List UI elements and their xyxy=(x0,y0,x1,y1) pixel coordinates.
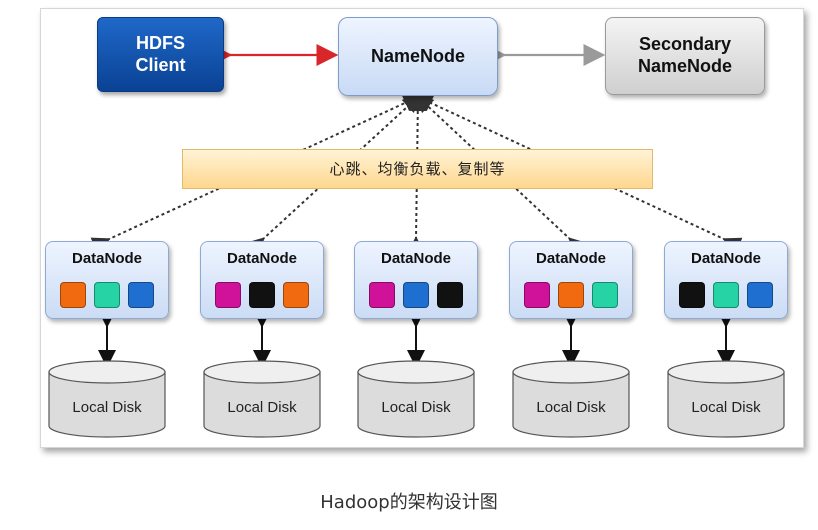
disk-cylinder-icon xyxy=(357,360,475,438)
local-disk-label: Local Disk xyxy=(381,399,451,416)
datanode-3: DataNode xyxy=(354,241,478,319)
local-disk-label: Local Disk xyxy=(691,399,761,416)
data-block xyxy=(403,282,429,308)
namenode-node: NameNode xyxy=(338,17,498,96)
data-block xyxy=(524,282,550,308)
datanode-1: DataNode xyxy=(45,241,169,319)
data-block xyxy=(283,282,309,308)
local-disk-label: Local Disk xyxy=(227,399,297,416)
data-block xyxy=(558,282,584,308)
disk-cylinder-icon xyxy=(203,360,321,438)
data-block xyxy=(437,282,463,308)
data-blocks xyxy=(355,282,477,308)
datanode-5: DataNode xyxy=(664,241,788,319)
disk-cylinder-icon xyxy=(512,360,630,438)
data-block xyxy=(60,282,86,308)
datanode-label: DataNode xyxy=(690,250,761,267)
data-blocks xyxy=(510,282,632,308)
local-disk-4: Local Disk xyxy=(509,368,633,438)
data-blocks xyxy=(201,282,323,308)
data-block xyxy=(713,282,739,308)
local-disk-3: Local Disk xyxy=(354,368,478,438)
data-block xyxy=(679,282,705,308)
datanode-4: DataNode xyxy=(509,241,633,319)
data-blocks xyxy=(665,282,787,308)
datanode-2: DataNode xyxy=(200,241,324,319)
data-block xyxy=(215,282,241,308)
local-disk-label: Local Disk xyxy=(536,399,606,416)
local-disk-label: Local Disk xyxy=(72,399,142,416)
local-disk-1: Local Disk xyxy=(45,368,169,438)
datanode-label: DataNode xyxy=(226,250,297,267)
figure-caption: Hadoop的架构设计图 xyxy=(320,492,498,513)
datanode-label: DataNode xyxy=(380,250,451,267)
heartbeat-balancing-replication-banner: 心跳、均衡负载、复制等 xyxy=(182,149,653,189)
data-block xyxy=(592,282,618,308)
data-block xyxy=(94,282,120,308)
data-block xyxy=(369,282,395,308)
data-block xyxy=(747,282,773,308)
local-disk-2: Local Disk xyxy=(200,368,324,438)
data-block xyxy=(128,282,154,308)
disk-cylinder-icon xyxy=(48,360,166,438)
hdfs-client-node: HDFS Client xyxy=(97,17,224,92)
datanode-label: DataNode xyxy=(535,250,606,267)
local-disk-5: Local Disk xyxy=(664,368,788,438)
data-block xyxy=(249,282,275,308)
secondary-namenode-node: Secondary NameNode xyxy=(605,17,765,95)
data-blocks xyxy=(46,282,168,308)
datanode-label: DataNode xyxy=(71,250,142,267)
heartbeat-link xyxy=(245,94,421,257)
disk-cylinder-icon xyxy=(667,360,785,438)
